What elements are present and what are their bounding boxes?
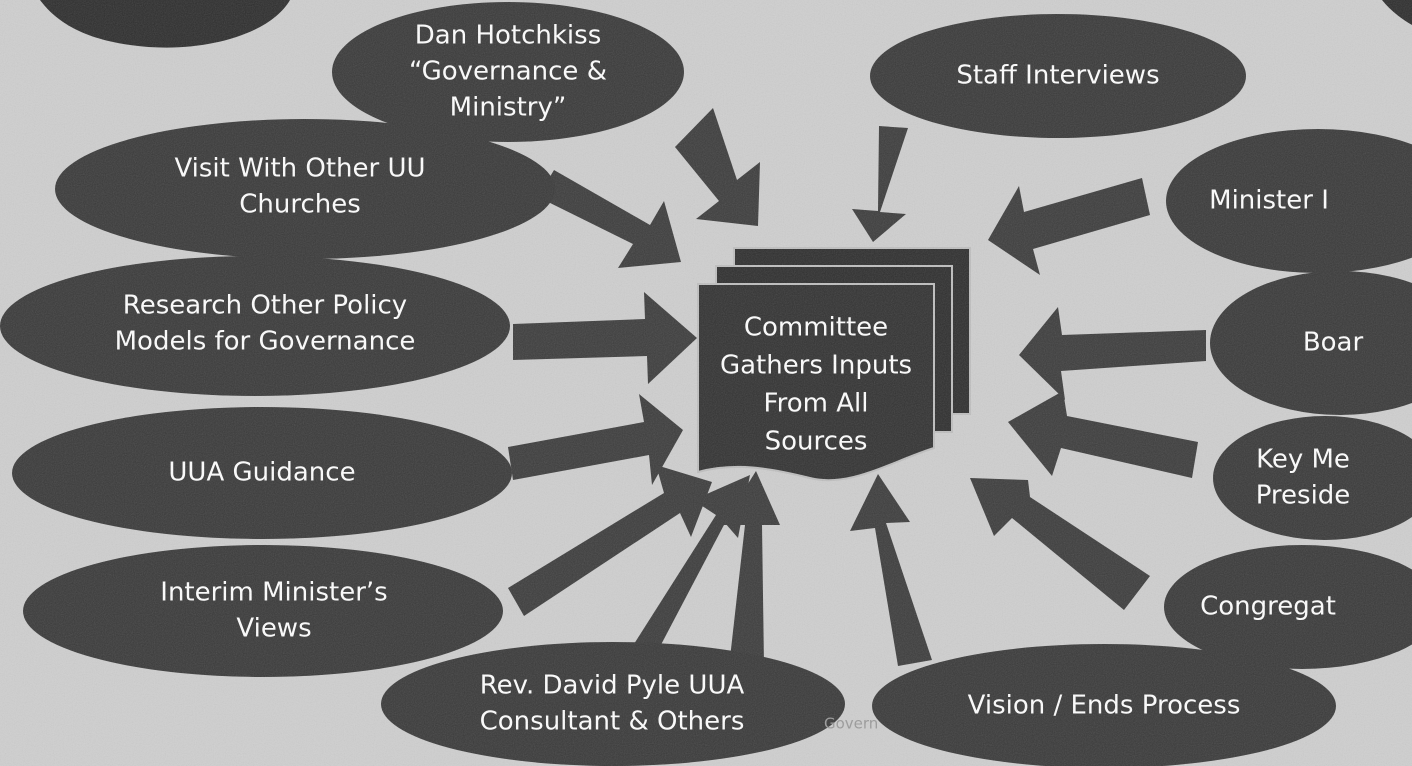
source-vision: Vision / Ends Process <box>872 644 1336 766</box>
source-staff: Staff Interviews <box>870 14 1246 138</box>
node-label-line: Interim Minister’s <box>160 578 387 608</box>
node-label-line: Visit With Other UU <box>174 154 425 184</box>
footer-fragment: Govern <box>824 715 878 733</box>
center-label-line: Gathers Inputs <box>720 351 912 381</box>
node-label-line: Research Other Policy <box>123 291 407 321</box>
node-label-line: Minister I <box>1209 186 1329 216</box>
center-label-line: From All <box>764 389 869 419</box>
node-label-line: Boar <box>1303 328 1364 358</box>
source-hotchkiss: Dan Hotchkiss “Governance & Ministry” <box>332 2 684 142</box>
center-label-line: Sources <box>765 427 868 457</box>
node-label-line: Key Me <box>1256 445 1350 475</box>
label-board: Boar <box>1303 328 1364 358</box>
node-label-line: Staff Interviews <box>956 61 1159 91</box>
node-label-line: Vision / Ends Process <box>968 691 1241 721</box>
ellipse-pyle <box>381 642 845 766</box>
source-visit: Visit With Other UU Churches <box>55 119 555 259</box>
source-uua-guidance: UUA Guidance <box>12 407 512 539</box>
node-label-line: Preside <box>1256 481 1351 511</box>
node-label-line: Views <box>236 614 311 644</box>
label-minister: Minister I <box>1209 186 1329 216</box>
label-uua-guidance: UUA Guidance <box>168 458 355 488</box>
node-label-line: Consultant & Others <box>480 707 745 737</box>
node-label-line: Congregat <box>1200 592 1336 622</box>
node-label-line: UUA Guidance <box>168 458 355 488</box>
node-label-line: “Governance & <box>409 57 607 87</box>
label-vision: Vision / Ends Process <box>968 691 1241 721</box>
label-congregation: Congregat <box>1200 592 1336 622</box>
node-label-line: Dan Hotchkiss <box>415 21 602 51</box>
center-label-line: Committee <box>744 313 888 343</box>
ellipse-interim <box>23 545 503 677</box>
label-staff: Staff Interviews <box>956 61 1159 91</box>
node-label-line: Models for Governance <box>115 327 416 357</box>
node-label-line: Churches <box>239 190 361 220</box>
source-pyle: Rev. David Pyle UUA Consultant & Others <box>381 642 845 766</box>
node-label-line: Rev. David Pyle UUA <box>480 671 745 701</box>
node-label-line: Ministry” <box>450 93 567 123</box>
